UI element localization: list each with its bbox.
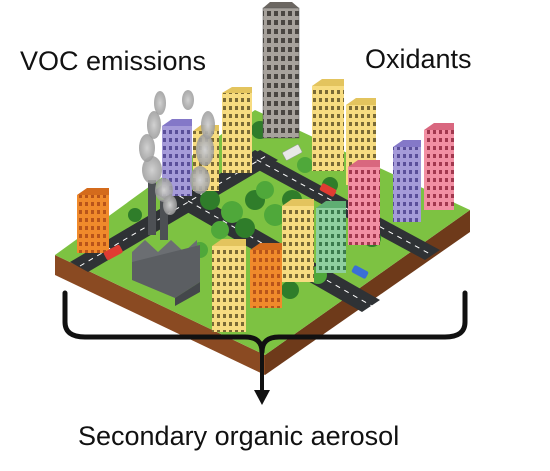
building-tall-gray-tower [262,2,300,139]
tree [235,218,255,238]
tree [211,221,229,239]
tree [221,201,243,223]
oxidants-label: Oxidants [365,44,472,74]
tree [281,281,299,299]
arrow-head [254,390,270,405]
smokestack [160,200,168,240]
tree [200,190,220,210]
voc-emissions-label: VOC emissions [20,46,207,76]
tree [128,208,142,222]
building-yellow [282,199,314,282]
building-pink [348,160,380,245]
building-pink [424,123,454,210]
tree [264,204,286,226]
vehicles [103,144,369,279]
building-purple [393,140,421,222]
building-yellow [312,79,344,171]
bracket [62,290,468,405]
truck-white [282,144,303,161]
buildings [77,2,454,332]
smoke-plumes [139,90,215,215]
building-orange [250,243,282,308]
building-orange [77,188,109,253]
secondary-organic-aerosol-label: Secondary organic aerosol [78,421,400,451]
building-yellow [212,239,246,332]
building-purple [162,119,192,196]
factory-body [132,245,200,298]
tree [256,181,274,199]
smokestack [148,180,156,235]
factory [132,180,200,306]
tree [297,157,313,173]
building-green [316,201,346,273]
car-red [319,183,337,197]
building-yellow [222,87,252,173]
car-red [103,244,123,260]
car-blue [351,265,369,279]
ground-side-left [55,255,265,375]
